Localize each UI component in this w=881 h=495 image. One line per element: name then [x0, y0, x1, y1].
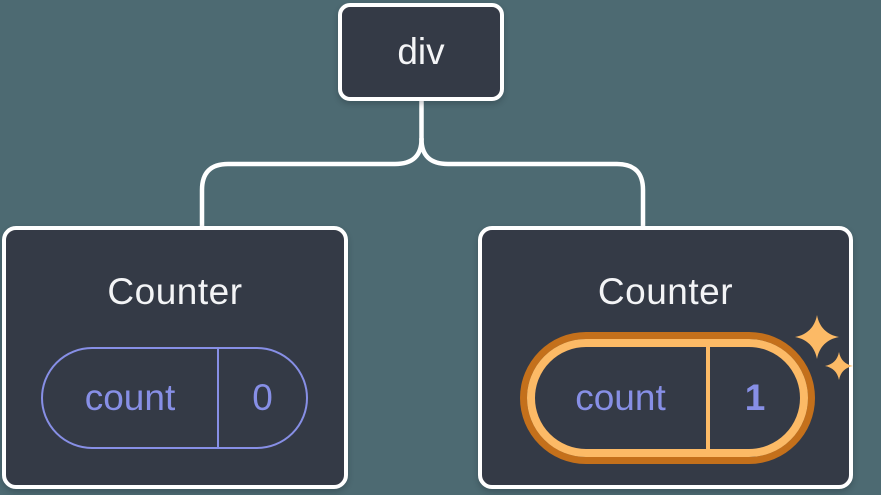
sparkle-star-small — [825, 352, 853, 380]
root-node-label: div — [397, 31, 445, 72]
counter-title: Counter — [107, 271, 243, 312]
counter-node-right: Counter count 1 — [478, 226, 853, 489]
sparkle-icon — [795, 315, 853, 380]
connector-branch-right — [419, 136, 646, 230]
pill-divider — [217, 349, 219, 447]
state-key: count — [84, 377, 176, 418]
state-value: 1 — [744, 377, 766, 418]
state-pill-count-0: count 0 — [41, 347, 308, 449]
state-pill-count-1-highlighted: count 1 — [527, 339, 808, 457]
pill-divider — [706, 347, 710, 449]
state-key: count — [575, 377, 666, 418]
counter-title: Counter — [597, 271, 734, 312]
connector-branch-left — [199, 136, 424, 230]
state-value: 0 — [252, 377, 273, 418]
counter-node-left: Counter count 0 — [2, 226, 348, 489]
sparkle-star-large — [795, 315, 839, 359]
root-node-div: div — [338, 3, 504, 101]
